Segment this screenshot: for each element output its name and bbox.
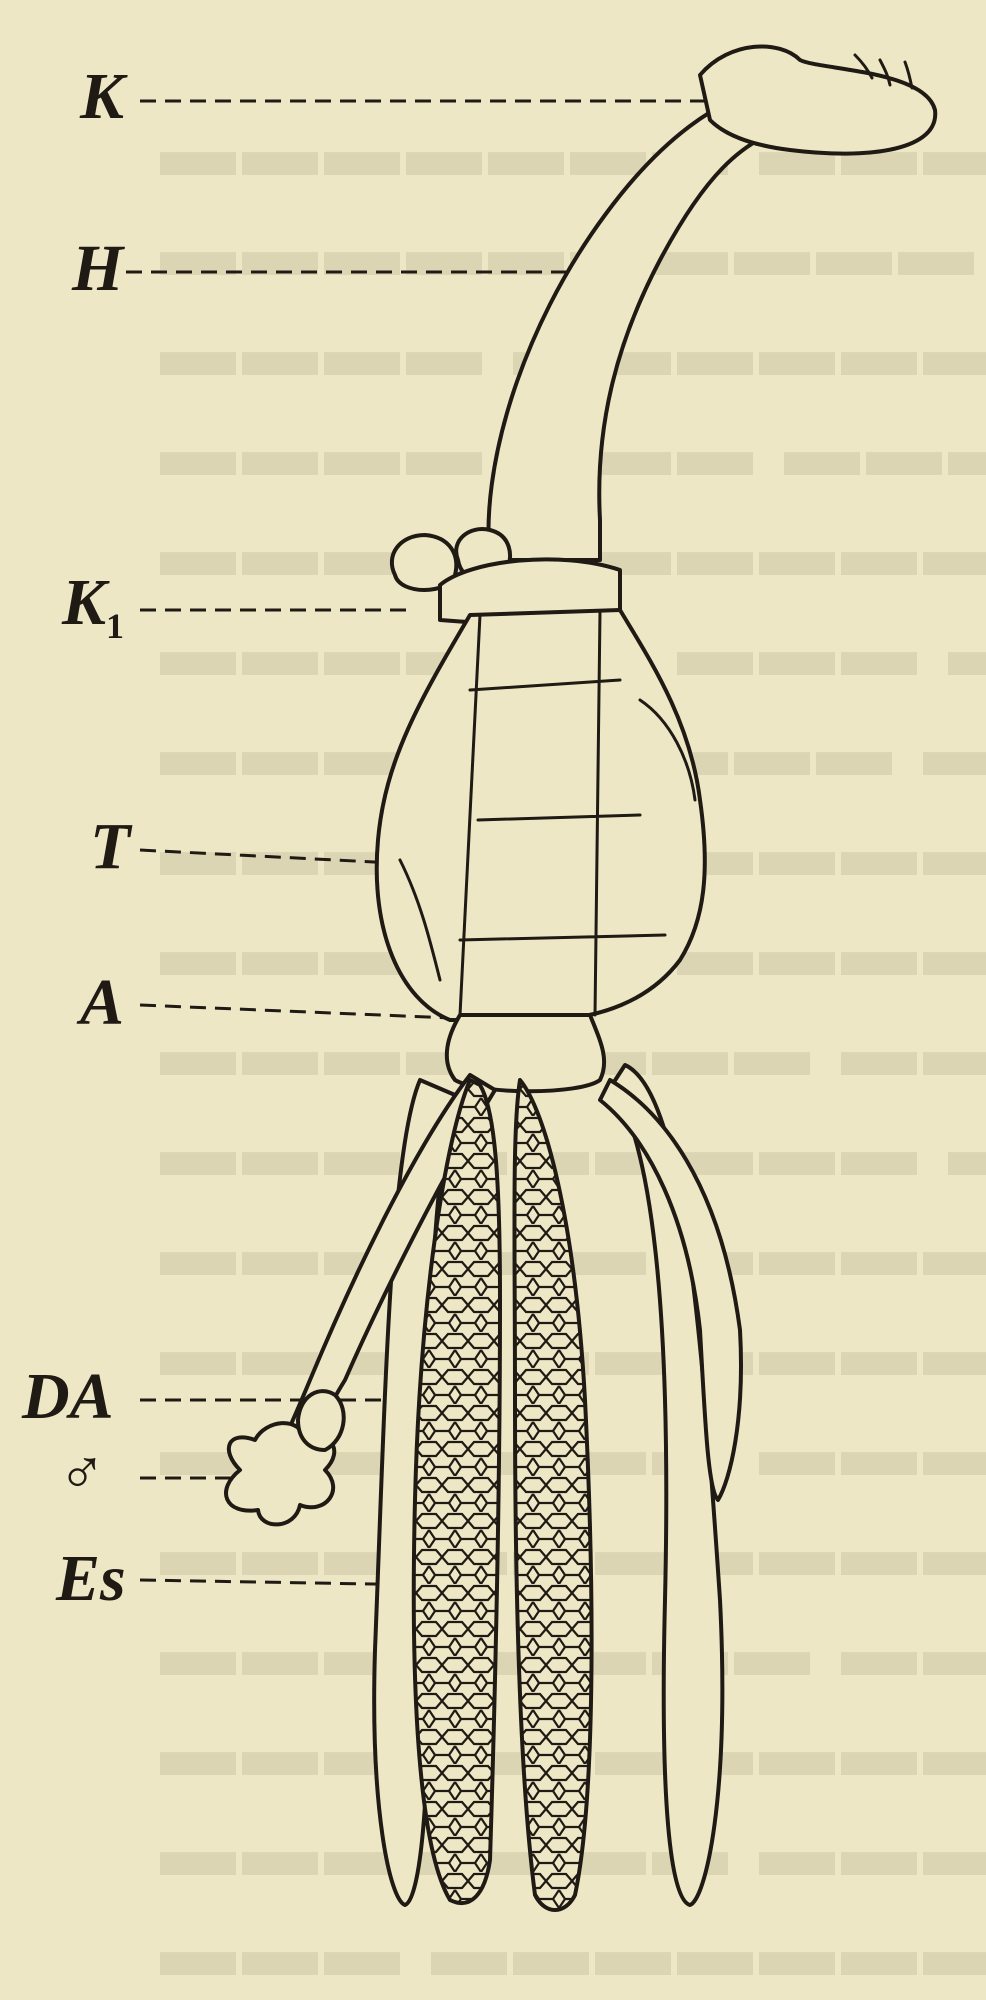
specimen-figure (0, 0, 986, 1917)
label-T: T (90, 814, 130, 880)
label-DA: DA (22, 1364, 114, 1430)
label-K: K (80, 64, 124, 130)
label-Es: Es (56, 1546, 126, 1612)
neck (488, 88, 800, 560)
label-H: H (72, 236, 123, 302)
label-K1-main: K (62, 566, 106, 639)
male-bulb (298, 1391, 344, 1450)
label-K1-sub: 1 (106, 606, 124, 646)
egg-sac-right (514, 1080, 591, 1910)
thorax-T (377, 610, 705, 1020)
label-A: A (80, 970, 124, 1036)
label-K1: K1 (62, 570, 124, 659)
label-male: ♂ (58, 1440, 106, 1506)
head-K (700, 46, 935, 153)
